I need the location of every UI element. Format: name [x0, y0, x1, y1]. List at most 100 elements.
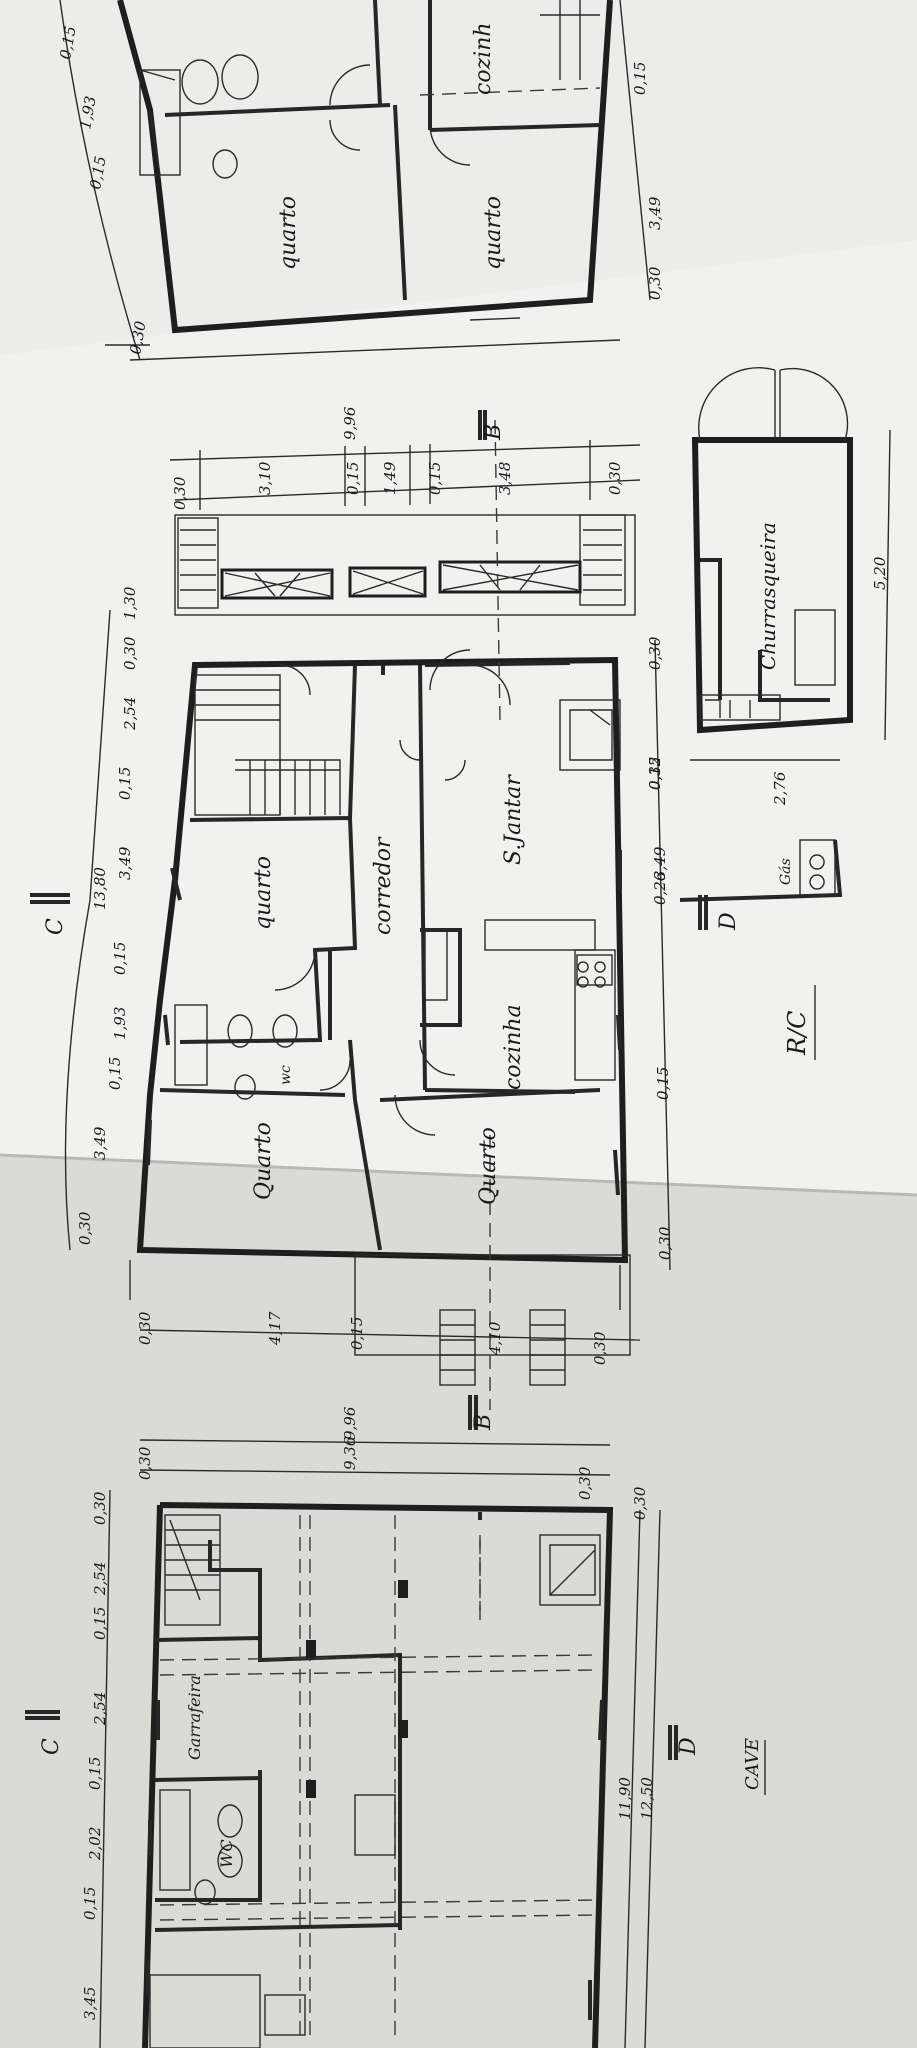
level-label-cave: CAVE [742, 1738, 763, 1790]
dim-rc-right-4: 0,15 [654, 1067, 672, 1100]
dim-rc-left-7: 1,93 [111, 1007, 129, 1040]
dim-cave-left-5: 2,02 [86, 1827, 104, 1861]
dim-upper-bottom-4: 3,48 [496, 462, 514, 495]
dim-cave-right-2: 12,50 [638, 1777, 656, 1820]
dim-rc-left-10: 0,30 [76, 1211, 94, 1245]
room-label-rc-wc: wc [278, 1065, 294, 1085]
room-label-upper-quarto-a: quarto [276, 196, 301, 270]
paper-middle [0, 240, 917, 1195]
dim-rc-left-0: 1,30 [121, 586, 139, 620]
paper-bottom [0, 1155, 917, 2048]
section-marker-rc-c: C [43, 918, 68, 935]
dim-cave-top-0: 9,96 [341, 1406, 359, 1440]
room-label-upper-cozinha: cozinh [471, 22, 496, 95]
gas-box [799, 839, 836, 896]
dim-upper-bottom-2: 1,49 [381, 461, 399, 495]
dim-upper-total: 9,96 [341, 406, 359, 440]
dim-churrasqueira-1: 2,76 [771, 771, 789, 806]
dim-cave-top-2: 0,30 [136, 1446, 154, 1480]
dim-churrasqueira-2: 0,32 [646, 757, 664, 790]
section-marker-cave-c: C [39, 1738, 64, 1755]
dim-rc-right-1: 0,15 [646, 757, 664, 790]
dim-rc-bottom-4: 0,30 [591, 1331, 609, 1365]
cave-stairs [164, 1514, 221, 1626]
dim-rc-left-3: 0,15 [116, 767, 134, 800]
room-label-cave-garrafeira: Garrafeira [185, 1675, 204, 1760]
dim-upper-right-2: 0,30 [646, 266, 664, 300]
cave-chimney [539, 1534, 601, 1606]
rc-railing-1 [220, 568, 334, 600]
rc-stair-top-right [579, 514, 626, 606]
rc-kitchen-cabinet [424, 929, 448, 1001]
dim-upper-left-3: 0,30 [126, 319, 150, 355]
section-marker-rc-b-bottom: B [471, 1414, 496, 1431]
dim-cave-left-0: 0,30 [91, 1491, 109, 1525]
upper-plan: quarto quarto cozinh 0,15 1,93 0,15 0,30… [56, 0, 664, 361]
rc-chimney [559, 699, 621, 771]
dim-rc-bottom-3: 4,10 [486, 1321, 504, 1356]
dim-upper-left-2: 0,15 [86, 155, 110, 191]
dim-cave-left-2: 0,15 [91, 1607, 109, 1640]
dim-upper-bottom-5: 0,30 [606, 461, 624, 495]
dim-rc-right-5: 0,30 [656, 1226, 674, 1260]
rc-stair-top-left [177, 517, 219, 609]
dim-upper-left-1: 1,93 [76, 95, 100, 131]
room-label-cave-wc: WC [217, 1839, 236, 1868]
dim-rc-bottom-0: 0,30 [136, 1311, 154, 1345]
section-marker-rc-d: D [716, 912, 741, 931]
room-label-rc-quarto-left: Quarto [251, 1122, 276, 1200]
dim-rc-left-2: 2,54 [121, 697, 139, 731]
churrasqueira-grill [794, 609, 836, 686]
paper-top [0, 0, 917, 355]
dim-cave-top-3: 0,30 [576, 1466, 594, 1500]
dim-upper-left-0: 0,15 [56, 25, 80, 61]
rc-railing-3 [438, 560, 582, 594]
dim-rc-left-5: 13,80 [91, 867, 109, 910]
rc-stairs-main [194, 674, 281, 816]
rc-bottom-stairs-b [529, 1309, 566, 1386]
cave-plan: Garrafeira WC 0,30 2,54 0,15 2,54 0,15 2… [25, 1406, 766, 2048]
dim-rc-left-4: 3,49 [116, 846, 134, 880]
dim-rc-right-3: 0,26 [651, 871, 669, 905]
churrasqueira-block: Churrasqueira 5,20 2,76 0,32 Gás [646, 367, 891, 902]
dim-upper-left-total-a: 0,30 [171, 476, 189, 510]
dim-upper-right-1: 3,49 [646, 196, 664, 230]
dim-rc-right-2: 3,49 [651, 846, 669, 880]
dim-upper-bottom-0: 3,10 [256, 461, 274, 495]
rc-bottom-stairs-a [439, 1309, 476, 1386]
dim-rc-bottom-2: 0,15 [348, 1317, 366, 1350]
level-label-rc: R/C [783, 1010, 811, 1056]
rc-kitchen-island [484, 919, 596, 951]
rc-wc-bath [174, 1004, 208, 1086]
dim-rc-left-9: 3,49 [91, 1126, 109, 1160]
room-label-upper-quarto-b: quarto [481, 196, 506, 270]
dim-cave-left-6: 0,15 [81, 1887, 99, 1920]
rc-kitchen-stove [576, 954, 613, 986]
dim-cave-right-1: 11,90 [616, 1777, 634, 1820]
dim-cave-left-4: 0,15 [86, 1757, 104, 1790]
room-label-rc-quarto-right: Quarto [476, 1127, 501, 1205]
gas-label: Gás [778, 858, 794, 885]
dim-upper-bottom-1: 0,15 [344, 462, 362, 495]
dim-rc-right-0: 0,30 [646, 636, 664, 670]
dim-cave-left-7: 3,45 [81, 1987, 99, 2020]
dim-cave-left-3: 2,54 [91, 1692, 109, 1726]
dim-rc-left-1: 0,30 [121, 636, 139, 670]
cave-sink [354, 1794, 396, 1856]
section-marker-rc-b-top: B [481, 424, 506, 441]
dim-upper-bottom-3: 0,15 [426, 462, 444, 495]
cave-wc-bath [159, 1789, 191, 1891]
dim-rc-left-8: 0,15 [106, 1057, 124, 1090]
room-label-rc-cozinha: cozinha [501, 1004, 526, 1090]
rc-bottom-terrace [354, 1254, 631, 1356]
rc-plan: quarto corredor S.Jantar wc cozinha Quar… [30, 410, 816, 1431]
rc-railing-2 [348, 566, 427, 598]
upper-bottom-dimension-chain: 9,96 3,10 0,15 1,49 0,15 3,48 0,30 0,30 [169, 406, 641, 510]
cave-bottom-fixture [149, 1974, 261, 2048]
dim-cave-right-0: 0,30 [631, 1486, 649, 1520]
paper-fold [0, 1153, 917, 1197]
dim-cave-left-1: 2,54 [91, 1562, 109, 1596]
dim-churrasqueira-0: 5,20 [871, 556, 889, 590]
